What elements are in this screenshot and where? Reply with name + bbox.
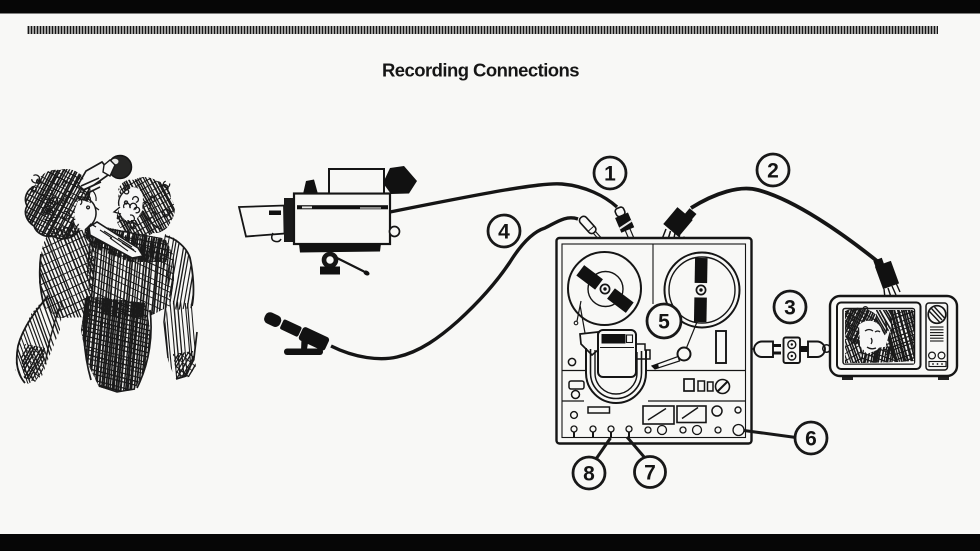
svg-text:Recording Connections: Recording Connections: [382, 60, 579, 81]
svg-text:6: 6: [805, 428, 817, 451]
svg-text:8: 8: [583, 463, 595, 486]
svg-text:3: 3: [784, 297, 796, 320]
svg-text:7: 7: [644, 462, 656, 485]
svg-text:5: 5: [658, 311, 670, 334]
svg-text:4: 4: [498, 221, 510, 244]
svg-text:1: 1: [604, 163, 616, 186]
svg-text:2: 2: [767, 160, 779, 183]
